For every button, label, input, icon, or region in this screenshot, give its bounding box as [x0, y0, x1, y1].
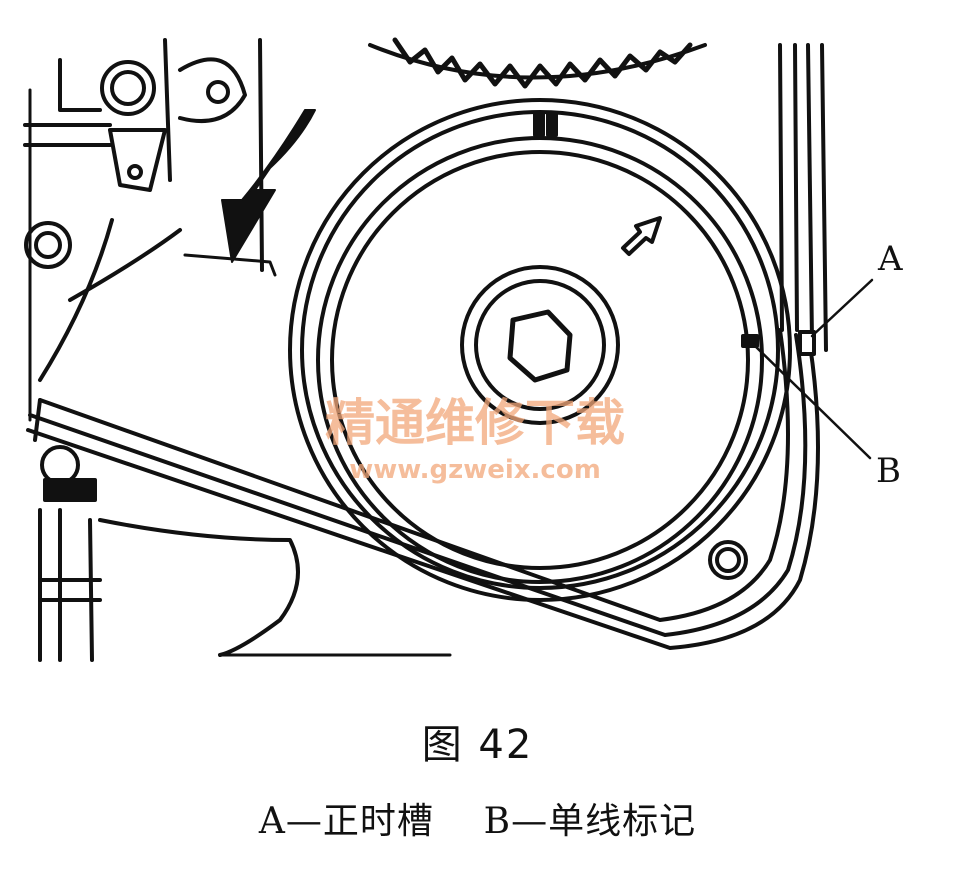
lower-left-components [38, 445, 452, 662]
callout-b: B [876, 451, 901, 491]
crank-pulley [288, 98, 792, 602]
figure-caption: 图 42 [421, 722, 534, 768]
legend: A—正时槽 B—单线标记 [0, 792, 955, 844]
watermark-url: www.gzweix.com [349, 455, 601, 485]
rotation-arrow [183, 109, 316, 277]
legend-b: B—单线标记 [483, 801, 697, 842]
leader-line-a [810, 278, 874, 338]
camshaft-gear [368, 37, 707, 89]
timing-belt [26, 328, 820, 650]
timing-groove [798, 330, 816, 356]
leader-line-b [752, 343, 872, 460]
timing-belt-diagram: A B 精通维修下载 www.gzweix.com [23, 37, 903, 662]
tensioner-assembly [23, 38, 264, 422]
watermark-cn: 精通维修下载 [325, 394, 625, 452]
legend-a: A—正时槽 [258, 801, 434, 842]
callout-a: A [877, 239, 903, 279]
